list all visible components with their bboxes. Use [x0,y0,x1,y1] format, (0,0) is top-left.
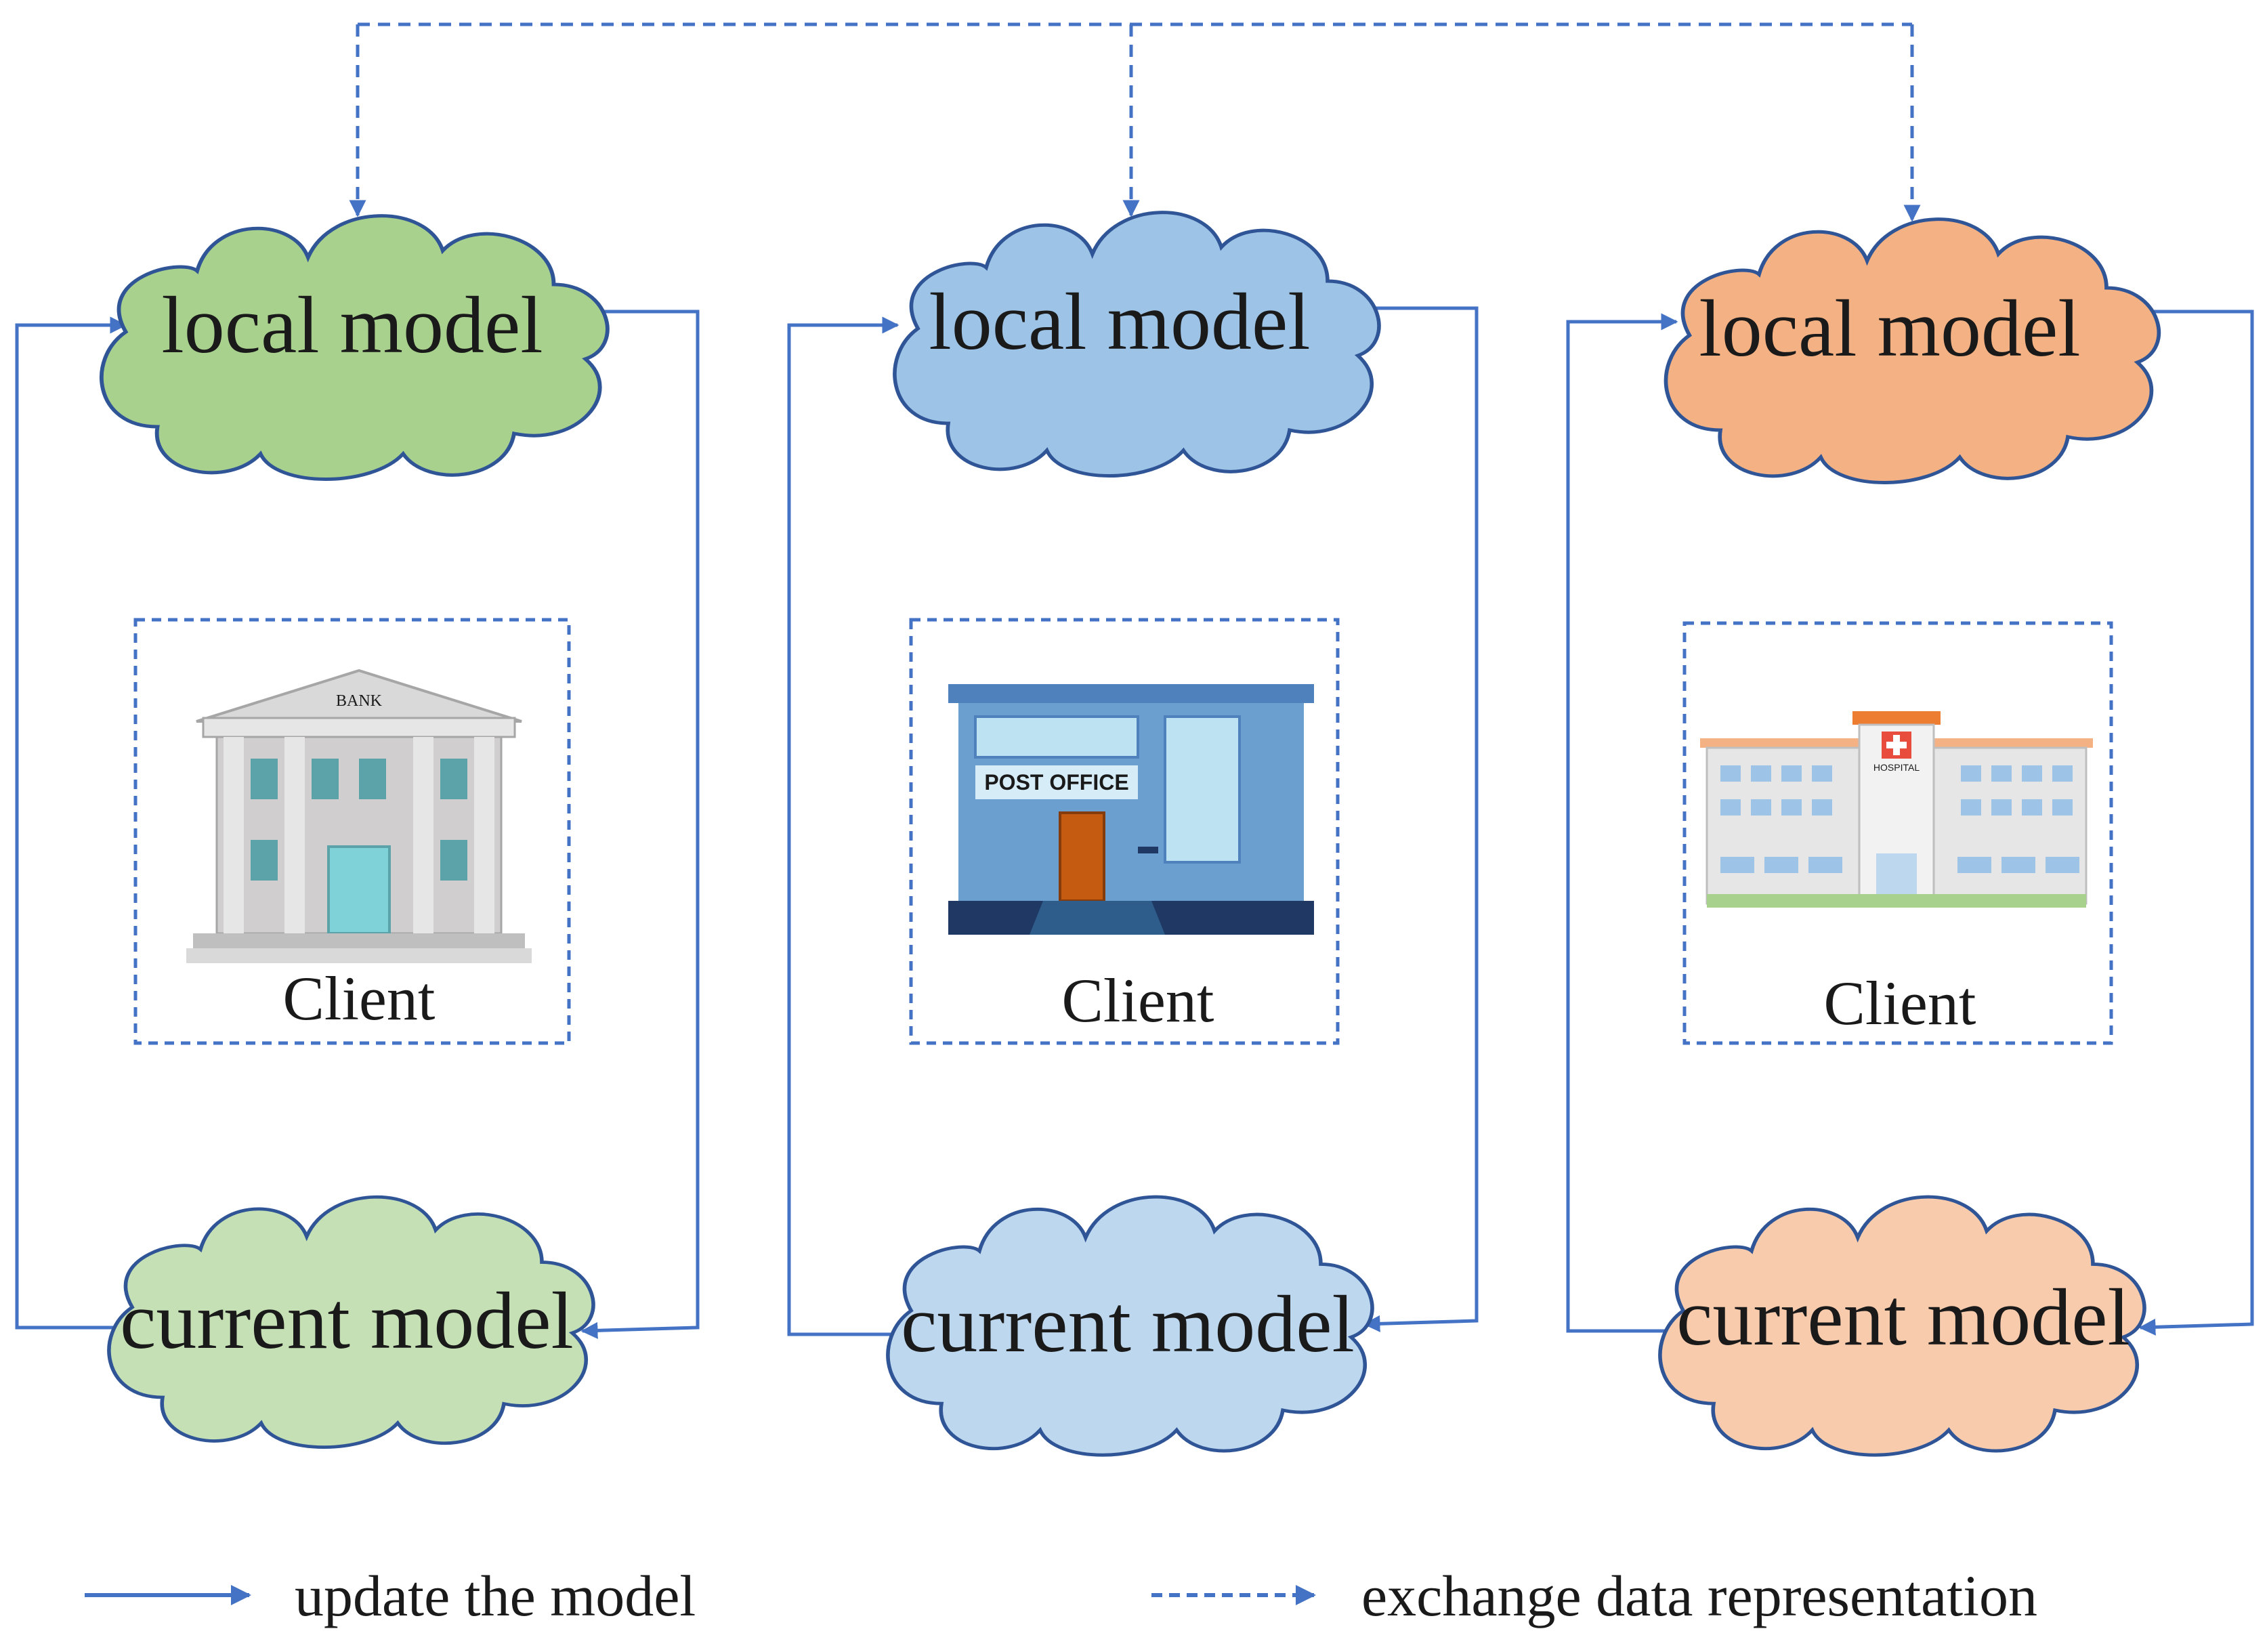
legend-dashed-label: exchange data representation [1361,1563,2037,1628]
local-model-label-2: local model [929,276,1310,366]
bank-sign: BANK [336,692,383,710]
client-label-3: Client [1824,969,1976,1038]
current-model-label-3: current model [1676,1272,2130,1362]
update-loop-3-left [1566,313,1678,1333]
hospital-building-icon: HOSPITAL [1700,711,2093,908]
update-loop-3-right [2138,310,2254,1336]
legend-solid-label: update the model [295,1563,696,1628]
client-box-2 [909,618,1340,1045]
legend: update the model exchange data represent… [85,1563,2037,1628]
bank-building-icon: BANK [186,669,532,963]
exchange-lines [349,22,1921,222]
update-loop-2-left [787,316,899,1336]
client-column-2: local model POST OFFICE Client current m… [888,213,1379,1455]
current-model-label-1: current model [120,1275,574,1365]
update-loops [15,306,2254,1339]
current-model-label-2: current model [901,1279,1355,1369]
client-column-3: local model HOSPITAL Client [1660,219,2159,1455]
post-office-sign: POST OFFICE [984,770,1128,795]
client-box-3 [1682,621,2113,1045]
client-label-1: Client [283,964,436,1033]
client-label-2: Client [1062,966,1214,1035]
update-loop-1-left [15,316,127,1330]
client-box-1 [133,618,571,1045]
update-loop-2-right [1361,306,1479,1332]
client-column-1: local model BANK Client current model [102,216,608,1447]
hospital-sign: HOSPITAL [1873,762,1920,773]
update-loop-1-right [580,310,700,1339]
local-model-label-1: local model [161,280,543,370]
post-office-building-icon: POST OFFICE [948,684,1314,935]
local-model-label-3: local model [1699,283,2080,373]
